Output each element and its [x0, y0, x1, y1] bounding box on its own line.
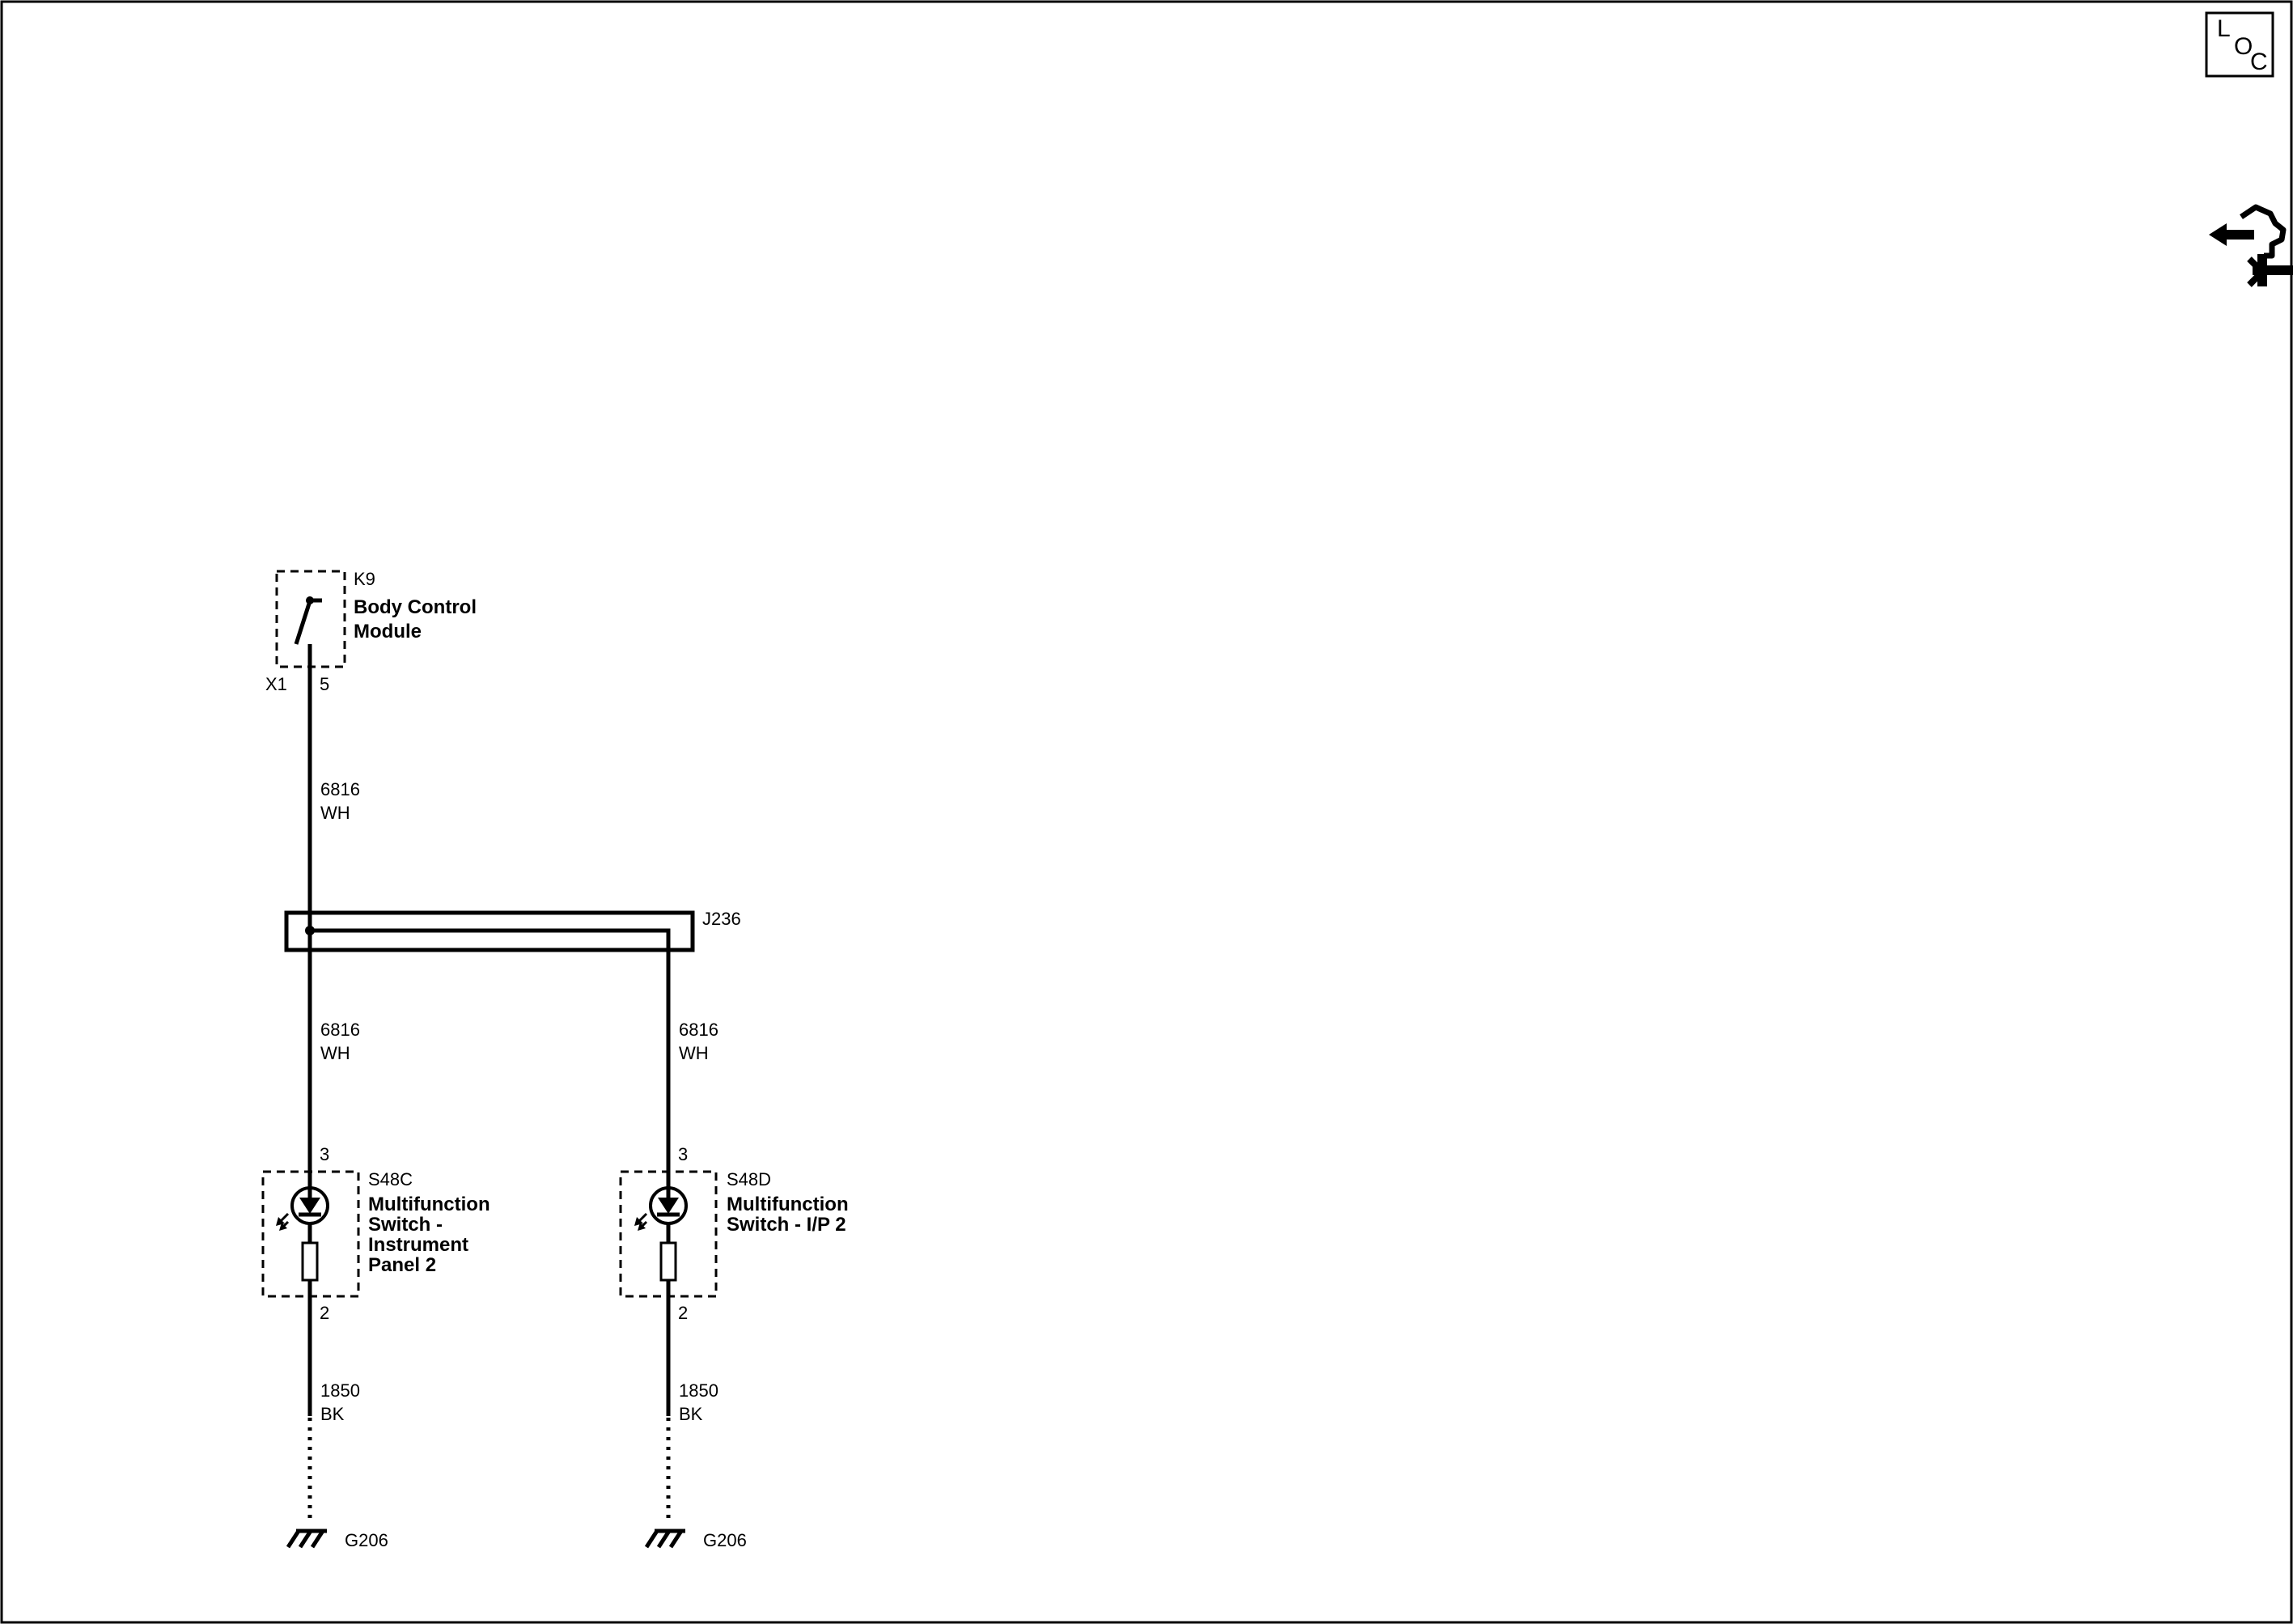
wire-right-mid-circuit: 6816	[679, 1020, 718, 1040]
s48c-name-line1: Multifunction	[368, 1194, 490, 1215]
j236-ref: J236	[702, 909, 741, 929]
s48d-name-line2: Switch - I/P 2	[727, 1214, 846, 1236]
s48d-ref: S48D	[727, 1169, 771, 1189]
loc-letter-c: C	[2250, 49, 2268, 75]
wire-right-mid-color: WH	[679, 1043, 709, 1063]
s48c-name-line2: Switch -	[368, 1214, 443, 1236]
s48d-light-arrows-icon	[634, 1212, 648, 1231]
k9-name-line2: Module	[354, 621, 422, 642]
s48c-multifunction-switch: 3 S48C Multifunction Switch - Instrument…	[261, 1144, 490, 1323]
ground-right-ref: G206	[703, 1530, 747, 1550]
k9-pin: 5	[320, 674, 329, 694]
s48d-name-line1: Multifunction	[727, 1194, 849, 1215]
k9-switch-contact	[294, 603, 312, 645]
s48c-resistor	[301, 1241, 319, 1282]
s48c-pin-bottom: 2	[320, 1303, 329, 1323]
wire-right-bottom-circuit: 1850	[679, 1380, 718, 1401]
connector-harness-icon[interactable]	[2209, 204, 2293, 287]
s48c-light-arrows-icon	[276, 1212, 290, 1231]
ground-g206-left: G206	[286, 1529, 388, 1550]
k9-name-line1: Body Control	[354, 596, 477, 618]
s48d-resistor	[659, 1241, 677, 1282]
s48d-pin-bottom: 2	[678, 1303, 688, 1323]
s48c-name-line3: Instrument	[368, 1234, 468, 1256]
wire-left-bottom-color: BK	[320, 1404, 345, 1424]
wire-top-circuit: 6816	[320, 779, 360, 799]
wire-left-mid-circuit: 6816	[320, 1020, 360, 1040]
k9-body-control-module: K9 Body Control Module X1 5	[265, 569, 477, 694]
wire-left-mid-color: WH	[320, 1043, 350, 1063]
s48c-ref: S48C	[368, 1169, 413, 1189]
wire-right-bottom-color: BK	[679, 1404, 703, 1424]
wire-top-color: WH	[320, 803, 350, 823]
loc-letter-o: O	[2234, 33, 2253, 60]
ground-left-ref: G206	[345, 1530, 388, 1550]
s48c-pin-top: 3	[320, 1144, 329, 1164]
k9-ref: K9	[354, 569, 375, 589]
wire-left-bottom-circuit: 1850	[320, 1380, 360, 1401]
loc-icon[interactable]: L O C	[2205, 11, 2274, 78]
loc-letter-l: L	[2217, 15, 2231, 42]
s48d-pin-top: 3	[678, 1144, 688, 1164]
k9-connector: X1	[265, 674, 287, 694]
ground-g206-right: G206	[644, 1529, 747, 1550]
s48c-name-line4: Panel 2	[368, 1254, 436, 1276]
